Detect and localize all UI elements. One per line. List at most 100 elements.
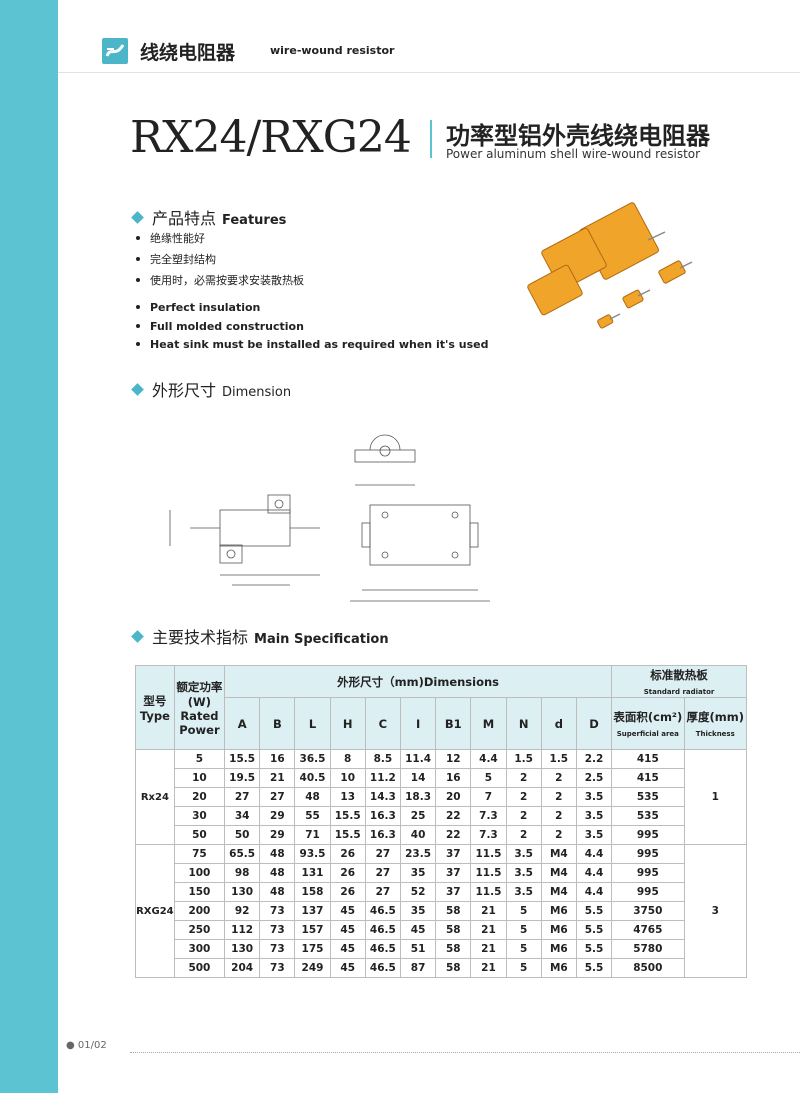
table-cell: 2 — [505, 768, 542, 788]
table-cell: 40.5 — [294, 768, 331, 788]
brand-title-zh: 线绕电阻器 — [140, 42, 236, 64]
table-cell: 2.2 — [575, 749, 613, 769]
col-thick-header: 厚度(mm)Thickness — [683, 697, 748, 750]
table-cell: 23.5 — [399, 844, 437, 864]
table-cell: 11.2 — [364, 768, 401, 788]
product-subtitle-en: Power aluminum shell wire-wound resistor — [446, 147, 701, 161]
table-cell: 5.5 — [575, 939, 613, 959]
table-cell: 50 — [173, 825, 226, 845]
table-cell: 14 — [399, 768, 437, 788]
diamond-icon — [131, 630, 144, 643]
brand-title-en: wire-wound resistor — [270, 44, 395, 57]
table-cell: 35 — [399, 863, 437, 883]
table-cell: 73 — [259, 939, 296, 959]
table-cell: 415 — [611, 749, 685, 769]
features-heading-zh: 产品特点 — [152, 209, 217, 228]
table-cell: 55 — [294, 806, 331, 826]
radiator-en: Standard radiator — [643, 687, 715, 696]
brand-logo-icon — [102, 38, 128, 64]
table-cell: 11.5 — [470, 863, 507, 883]
table-cell: M6 — [540, 901, 577, 921]
table-cell: 93.5 — [294, 844, 331, 864]
thick-zh: 厚度(mm) — [686, 709, 744, 724]
spec-heading-zh: 主要技术指标 — [152, 628, 249, 647]
feature-item-en: Heat sink must be installed as required … — [136, 338, 488, 351]
table-cell: 5 — [505, 939, 542, 959]
table-cell: 150 — [173, 882, 226, 902]
table-cell: 58 — [435, 939, 472, 959]
feature-item-en: Full molded construction — [136, 320, 304, 333]
dim-col-D: D — [575, 697, 613, 750]
dim-col-n: N — [505, 697, 542, 750]
dimension-drawing — [169, 434, 490, 602]
table-cell: 5 — [470, 768, 507, 788]
table-cell: 995 — [611, 844, 685, 864]
table-cell: 20 — [173, 787, 226, 807]
table-cell: 45 — [329, 939, 366, 959]
table-cell: 3.5 — [505, 882, 542, 902]
col-area-header: 表面积(cm²)Superficial area — [611, 697, 685, 750]
table-cell: 11.4 — [399, 749, 437, 769]
col-type-header: 型号 Type — [135, 665, 175, 750]
dim-col-a: A — [224, 697, 261, 750]
table-cell: 21 — [470, 920, 507, 940]
table-cell: 45 — [329, 958, 366, 978]
feature-item: 完全塑封结构 — [136, 251, 216, 267]
table-cell: 8500 — [611, 958, 685, 978]
dim-col-m: M — [470, 697, 507, 750]
table-cell: 73 — [259, 901, 296, 921]
table-cell: 27 — [364, 863, 401, 883]
product-photo — [527, 202, 693, 329]
diamond-icon — [131, 383, 144, 396]
table-cell: 15.5 — [224, 749, 261, 769]
table-cell: 92 — [224, 901, 261, 921]
table-cell: 500 — [173, 958, 226, 978]
table-cell: 48 — [259, 844, 296, 864]
table-cell: 995 — [611, 882, 685, 902]
table-cell: 16 — [259, 749, 296, 769]
table-cell: 4.4 — [575, 882, 613, 902]
page-header — [58, 0, 800, 73]
table-cell: 535 — [611, 787, 685, 807]
table-cell: 8.5 — [364, 749, 401, 769]
table-cell: 37 — [435, 844, 472, 864]
table-cell: 3.5 — [505, 863, 542, 883]
table-cell: 52 — [399, 882, 437, 902]
table-cell: 22 — [435, 825, 472, 845]
table-cell: 5 — [173, 749, 226, 769]
table-cell: 7.3 — [470, 825, 507, 845]
table-cell: 35 — [399, 901, 437, 921]
dim-col-d: d — [540, 697, 577, 750]
table-cell: 26 — [329, 882, 366, 902]
table-cell: 34 — [224, 806, 261, 826]
table-cell: 19.5 — [224, 768, 261, 788]
table-cell: 5 — [505, 901, 542, 921]
table-cell: 16.3 — [364, 825, 401, 845]
table-cell: 46.5 — [364, 958, 401, 978]
table-cell: 5 — [505, 958, 542, 978]
table-cell: 21 — [259, 768, 296, 788]
dim-col-b1: B1 — [435, 697, 472, 750]
table-cell: 16.3 — [364, 806, 401, 826]
table-cell: 3750 — [611, 901, 685, 921]
radiator-zh: 标准散热板 — [650, 667, 708, 682]
table-cell: 995 — [611, 863, 685, 883]
table-cell: 1.5 — [540, 749, 577, 769]
col-power-header: 额定功率 (W) Rated Power — [173, 665, 226, 750]
thickness-cell: 3 — [683, 844, 748, 978]
dimension-heading-en: Dimension — [222, 385, 292, 400]
table-cell: 249 — [294, 958, 331, 978]
table-cell: M4 — [540, 844, 577, 864]
table-cell: 3.5 — [575, 787, 613, 807]
page-number: ● 01/02 — [66, 1040, 107, 1051]
table-cell: 25 — [399, 806, 437, 826]
table-cell: 37 — [435, 863, 472, 883]
